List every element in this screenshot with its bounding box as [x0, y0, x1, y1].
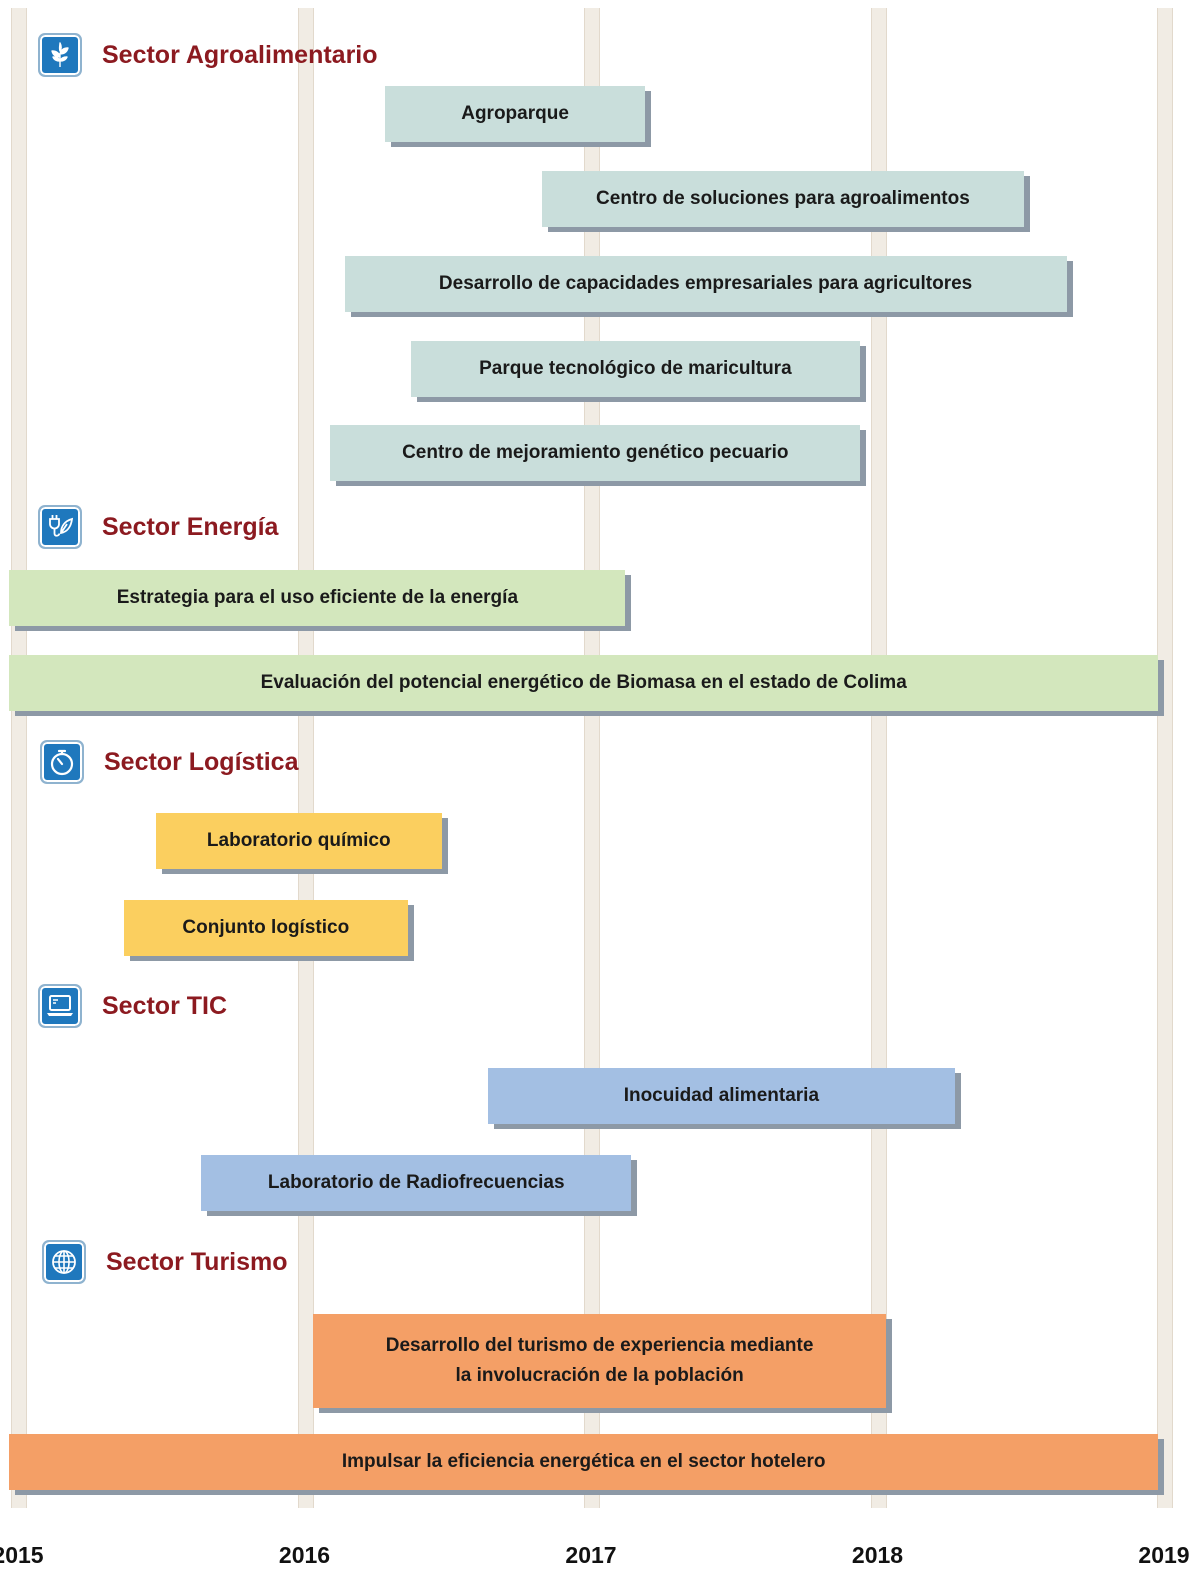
project-bar: Estrategia para el uso eficiente de la e… [9, 570, 626, 626]
project-label: Parque tecnológico de maricultura [479, 358, 792, 379]
x-tick-label: 2017 [565, 1542, 617, 1568]
stopwatch-icon [40, 740, 84, 784]
globe-icon [42, 1240, 86, 1284]
project-bar: Impulsar la eficiencia energética en el … [9, 1434, 1158, 1490]
project-label: Centro de mejoramiento genético pecuario [402, 442, 789, 463]
project-label: Laboratorio de Radiofrecuencias [267, 1172, 565, 1193]
project-bar: Desarrollo del turismo de experiencia me… [313, 1314, 887, 1408]
project-bar: Inocuidad alimentaria [487, 1068, 955, 1124]
project-label: Inocuidad alimentaria [623, 1085, 820, 1106]
sector-title: Sector Logística [104, 748, 299, 776]
sector-title: Sector TIC [102, 992, 228, 1020]
project-bar: Conjunto logístico [124, 900, 408, 956]
sector-title: Sector Agroalimentario [102, 41, 378, 69]
project-bar: Evaluación del potencial energético de B… [9, 655, 1158, 711]
project-bar: Centro de soluciones para agroalimentos [542, 171, 1024, 227]
project-label: Conjunto logístico [182, 917, 350, 938]
sprout-icon [38, 33, 82, 77]
project-label: Desarrollo del turismo de experiencia me… [385, 1335, 814, 1386]
year-gridline [870, 8, 887, 1508]
project-label: Agroparque [461, 103, 569, 124]
project-bar: Centro de mejoramiento genético pecuario [330, 425, 861, 481]
project-bar: Desarrollo de capacidades empresariales … [344, 256, 1067, 312]
project-bar: Parque tecnológico de maricultura [410, 341, 861, 397]
sector-title: Sector Turismo [106, 1248, 288, 1276]
project-label: Estrategia para el uso eficiente de la e… [116, 587, 519, 608]
project-bar: Agroparque [384, 86, 646, 142]
project-label: Laboratorio químico [206, 830, 391, 851]
plug-leaf-icon [38, 505, 82, 549]
year-gridline [297, 8, 314, 1508]
sector-title: Sector Energía [102, 513, 279, 541]
project-label: Desarrollo de capacidades empresariales … [438, 273, 973, 294]
year-gridline [11, 8, 27, 1508]
x-tick-label: 2015 [0, 1542, 44, 1568]
laptop-icon [38, 984, 82, 1028]
project-label: Evaluación del potencial energético de B… [260, 672, 907, 693]
x-tick-label: 2019 [1138, 1542, 1190, 1568]
project-bar: Laboratorio de Radiofrecuencias [201, 1155, 632, 1211]
project-label: Impulsar la eficiencia energética en el … [341, 1451, 826, 1472]
x-tick-label: 2018 [851, 1542, 904, 1568]
x-tick-label: 2016 [278, 1542, 331, 1568]
project-bar: Laboratorio químico [155, 813, 443, 869]
year-gridline [1157, 8, 1173, 1508]
project-label: Centro de soluciones para agroalimentos [596, 188, 970, 209]
year-gridline [584, 8, 600, 1508]
